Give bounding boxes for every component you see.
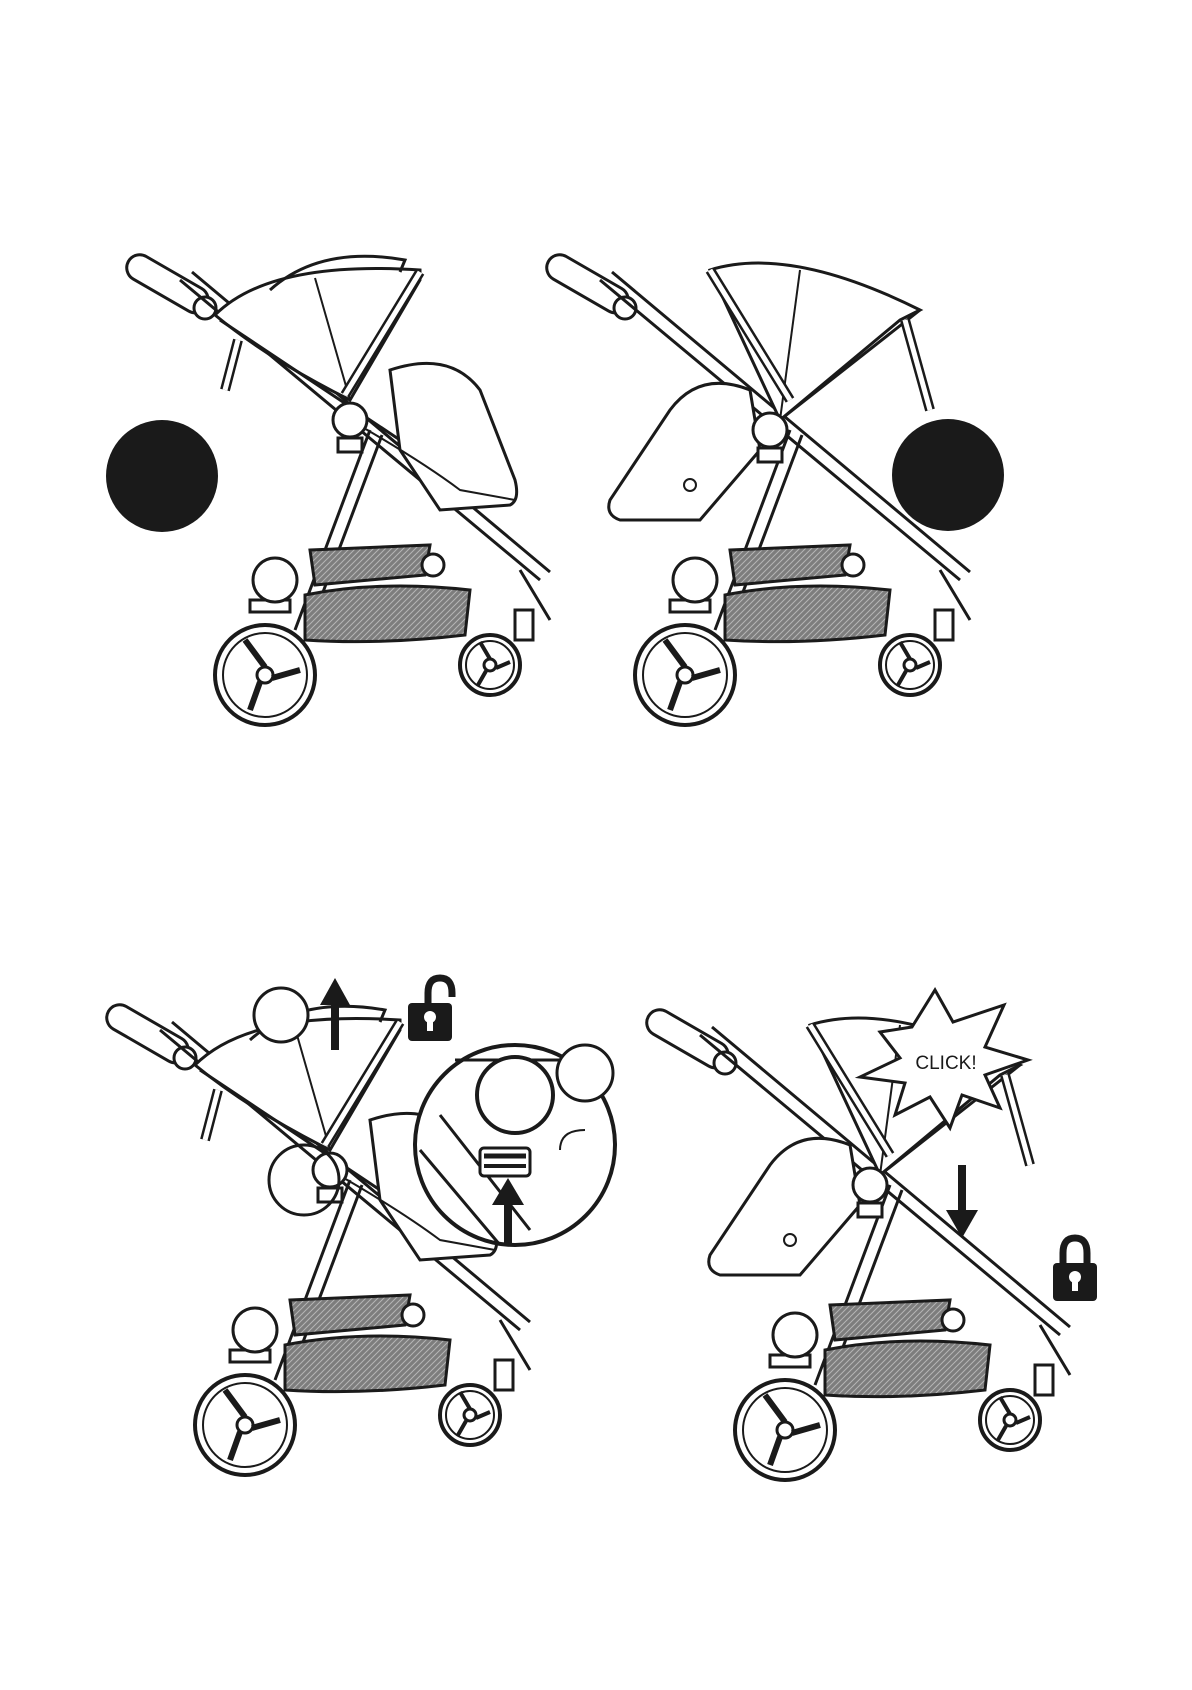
locked-padlock-icon	[1053, 1238, 1097, 1301]
click-label: CLICK!	[915, 1053, 976, 1074]
panel-top-left	[106, 250, 550, 725]
step-number-circle-a	[254, 988, 308, 1042]
detail-zoom-callout	[415, 1045, 615, 1245]
unlocked-padlock-icon	[408, 978, 452, 1041]
step-badge-left	[106, 420, 218, 532]
step-number-circle-b	[557, 1045, 613, 1101]
stroller-lower-seat	[642, 1005, 1070, 1480]
panel-bottom-left	[102, 978, 615, 1475]
step-badge-right	[892, 419, 1004, 531]
panel-top-right	[542, 250, 1004, 725]
panel-bottom-right: CLICK!	[642, 990, 1097, 1480]
